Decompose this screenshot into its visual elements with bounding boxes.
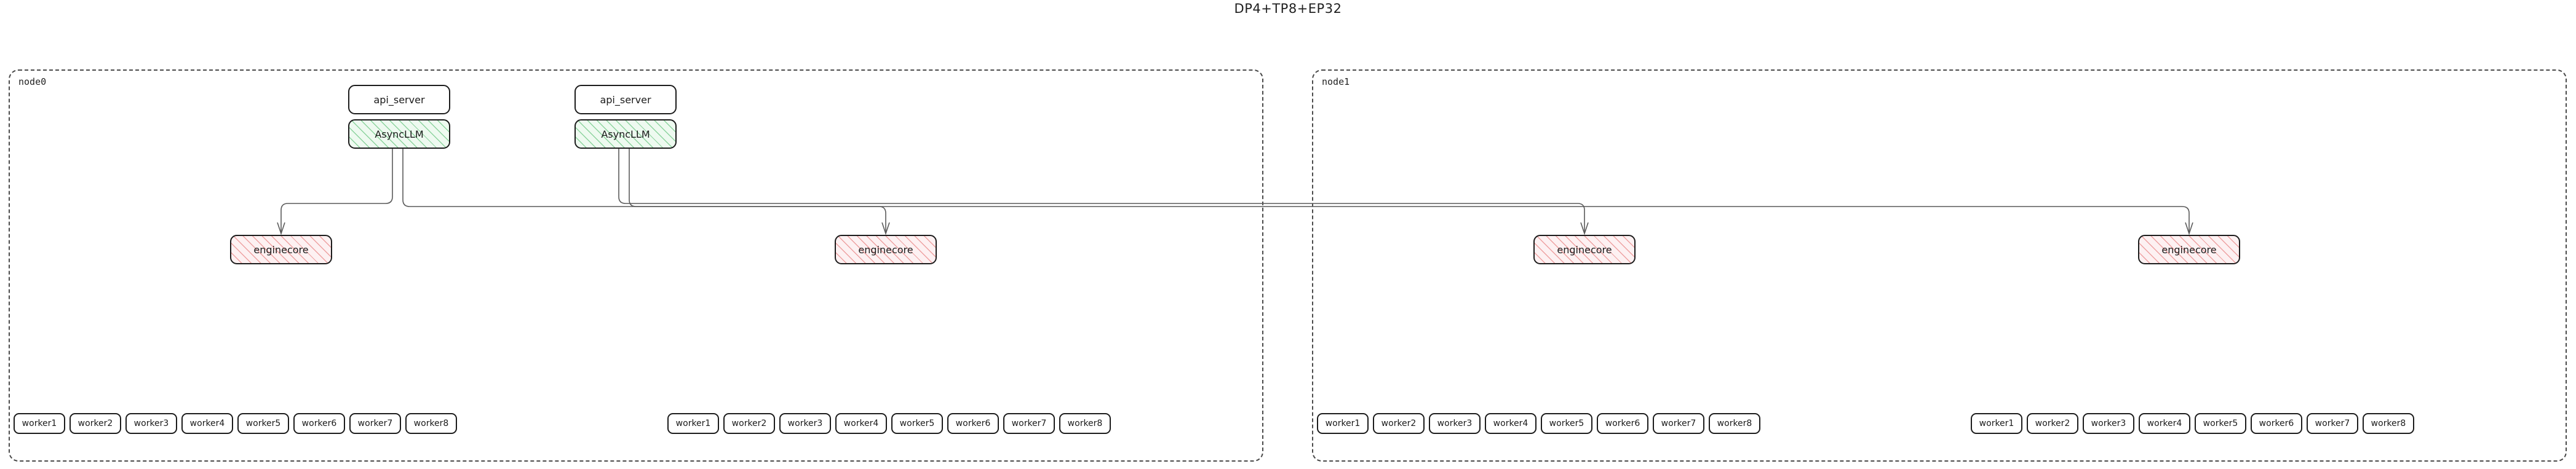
cluster-label-node0: node0 <box>18 76 47 87</box>
worker-box-1-6-label: worker7 <box>1011 419 1047 428</box>
asyncllm-box-0-label: AsyncLLM <box>375 128 424 140</box>
worker-box-3-4[interactable]: worker5 <box>2195 413 2246 434</box>
worker-box-3-1-label: worker2 <box>2035 419 2070 428</box>
worker-box-2-6-label: worker7 <box>1661 419 1696 428</box>
worker-box-0-5-label: worker6 <box>301 419 337 428</box>
worker-box-3-6-label: worker7 <box>2315 419 2350 428</box>
worker-box-2-0[interactable]: worker1 <box>1317 413 1369 434</box>
worker-box-1-1[interactable]: worker2 <box>723 413 775 434</box>
worker-box-1-6[interactable]: worker7 <box>1003 413 1055 434</box>
api-server-box-0[interactable]: api_server <box>348 85 450 114</box>
enginecore-box-0-label: enginecore <box>253 243 309 256</box>
worker-box-0-6[interactable]: worker7 <box>349 413 401 434</box>
worker-box-0-1[interactable]: worker2 <box>70 413 121 434</box>
worker-box-2-4-label: worker5 <box>1549 419 1584 428</box>
worker-box-2-7-label: worker8 <box>1717 419 1752 428</box>
cluster-node0: node0 <box>9 69 1263 462</box>
worker-box-2-5-label: worker6 <box>1605 419 1640 428</box>
worker-box-3-3[interactable]: worker4 <box>2139 413 2190 434</box>
worker-box-3-6[interactable]: worker7 <box>2307 413 2358 434</box>
worker-box-3-3-label: worker4 <box>2147 419 2182 428</box>
enginecore-box-2[interactable]: enginecore <box>1533 235 1636 264</box>
worker-box-0-7[interactable]: worker8 <box>405 413 457 434</box>
worker-box-3-4-label: worker5 <box>2203 419 2238 428</box>
page-title: DP4+TP8+EP32 <box>1234 1 1342 16</box>
worker-box-2-4[interactable]: worker5 <box>1541 413 1592 434</box>
api-server-box-1[interactable]: api_server <box>574 85 677 114</box>
cluster-node1: node1 <box>1312 69 2567 462</box>
enginecore-box-0[interactable]: enginecore <box>230 235 332 264</box>
worker-box-0-3[interactable]: worker4 <box>181 413 233 434</box>
worker-box-0-2-label: worker3 <box>133 419 169 428</box>
worker-box-0-0[interactable]: worker1 <box>14 413 65 434</box>
worker-box-1-4-label: worker5 <box>899 419 935 428</box>
worker-box-0-7-label: worker8 <box>413 419 449 428</box>
worker-box-1-3[interactable]: worker4 <box>835 413 887 434</box>
worker-box-2-2[interactable]: worker3 <box>1429 413 1481 434</box>
worker-box-1-2[interactable]: worker3 <box>779 413 831 434</box>
worker-box-0-6-label: worker7 <box>357 419 393 428</box>
worker-box-3-2[interactable]: worker3 <box>2083 413 2134 434</box>
asyncllm-box-1[interactable]: AsyncLLM <box>574 119 677 149</box>
worker-box-3-5-label: worker6 <box>2259 419 2294 428</box>
worker-box-0-0-label: worker1 <box>22 419 57 428</box>
worker-box-2-3-label: worker4 <box>1493 419 1529 428</box>
worker-box-2-1-label: worker2 <box>1381 419 1417 428</box>
worker-box-3-0[interactable]: worker1 <box>1971 413 2022 434</box>
worker-box-0-1-label: worker2 <box>78 419 113 428</box>
enginecore-box-3-label: enginecore <box>2161 243 2217 256</box>
worker-box-1-1-label: worker2 <box>731 419 767 428</box>
worker-box-3-2-label: worker3 <box>2091 419 2126 428</box>
worker-box-2-5[interactable]: worker6 <box>1597 413 1648 434</box>
worker-box-1-3-label: worker4 <box>843 419 879 428</box>
worker-box-2-2-label: worker3 <box>1437 419 1473 428</box>
worker-box-3-1[interactable]: worker2 <box>2027 413 2078 434</box>
asyncllm-box-0[interactable]: AsyncLLM <box>348 119 450 149</box>
enginecore-box-1[interactable]: enginecore <box>835 235 937 264</box>
cluster-label-node1: node1 <box>1322 76 1350 87</box>
enginecore-box-2-label: enginecore <box>1557 243 1612 256</box>
worker-box-1-4[interactable]: worker5 <box>891 413 943 434</box>
enginecore-box-3[interactable]: enginecore <box>2138 235 2240 264</box>
worker-box-3-5[interactable]: worker6 <box>2251 413 2302 434</box>
api-server-box-0-label: api_server <box>373 93 425 106</box>
worker-box-3-7-label: worker8 <box>2371 419 2406 428</box>
worker-box-1-5-label: worker6 <box>955 419 991 428</box>
worker-box-0-4-label: worker5 <box>245 419 281 428</box>
worker-box-0-5[interactable]: worker6 <box>293 413 345 434</box>
worker-box-2-3[interactable]: worker4 <box>1485 413 1536 434</box>
worker-box-0-2[interactable]: worker3 <box>125 413 177 434</box>
enginecore-box-1-label: enginecore <box>858 243 913 256</box>
worker-box-3-7[interactable]: worker8 <box>2363 413 2414 434</box>
worker-box-1-5[interactable]: worker6 <box>947 413 999 434</box>
worker-box-2-1[interactable]: worker2 <box>1373 413 1425 434</box>
api-server-box-1-label: api_server <box>600 93 651 106</box>
worker-box-2-0-label: worker1 <box>1325 419 1361 428</box>
worker-box-1-7-label: worker8 <box>1067 419 1103 428</box>
worker-box-1-2-label: worker3 <box>787 419 823 428</box>
worker-box-1-7[interactable]: worker8 <box>1059 413 1111 434</box>
worker-box-2-7[interactable]: worker8 <box>1709 413 1760 434</box>
worker-box-1-0-label: worker1 <box>675 419 711 428</box>
worker-box-0-3-label: worker4 <box>189 419 225 428</box>
worker-box-2-6[interactable]: worker7 <box>1653 413 1704 434</box>
asyncllm-box-1-label: AsyncLLM <box>601 128 650 140</box>
worker-box-0-4[interactable]: worker5 <box>237 413 289 434</box>
worker-box-1-0[interactable]: worker1 <box>667 413 719 434</box>
worker-box-3-0-label: worker1 <box>1979 419 2014 428</box>
